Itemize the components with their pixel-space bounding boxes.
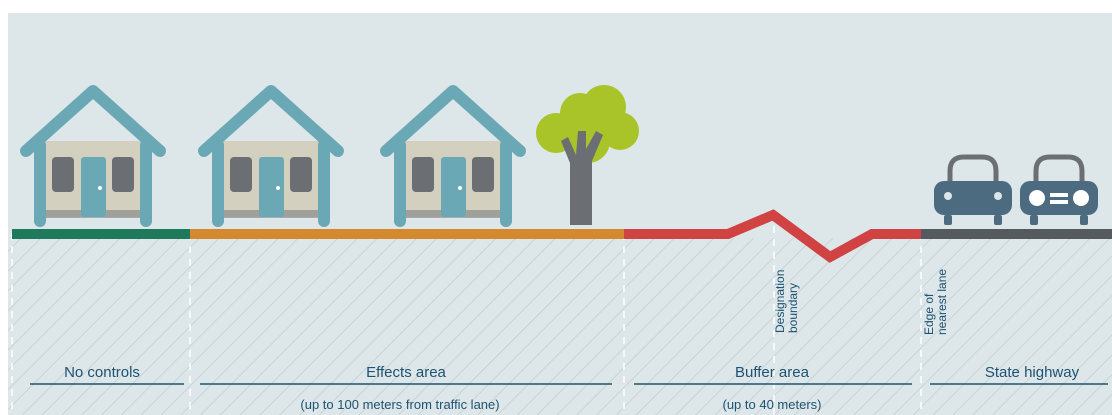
- zone-label-state-highway: State highway: [985, 364, 1080, 381]
- noise-zone-diagram: Designation boundary Edge of nearest lan…: [8, 13, 1112, 415]
- house-icon: [20, 85, 166, 227]
- effects-ground-line: [190, 229, 624, 239]
- zone-sublabel-buffer-area: (up to 40 meters): [723, 397, 822, 412]
- house-icon: [380, 85, 526, 227]
- car-icon: [1020, 154, 1098, 225]
- tree-icon: [536, 85, 639, 225]
- zone-sublabel-effects-area: (up to 100 meters from traffic lane): [300, 397, 499, 412]
- zone-label-no-controls: No controls: [64, 364, 140, 381]
- buffer-ground-line: [624, 209, 921, 263]
- car-icon: [934, 154, 1012, 225]
- designation-boundary-label: Designation boundary: [773, 266, 800, 333]
- ground-area: [8, 238, 1112, 415]
- house-icon: [198, 85, 344, 227]
- no-controls-ground-line: [12, 229, 190, 239]
- edge-of-nearest-lane-label: Edge of nearest lane: [922, 269, 949, 335]
- highway-ground-line: [921, 229, 1112, 239]
- zone-label-buffer-area: Buffer area: [735, 364, 810, 381]
- zone-label-effects-area: Effects area: [366, 364, 446, 381]
